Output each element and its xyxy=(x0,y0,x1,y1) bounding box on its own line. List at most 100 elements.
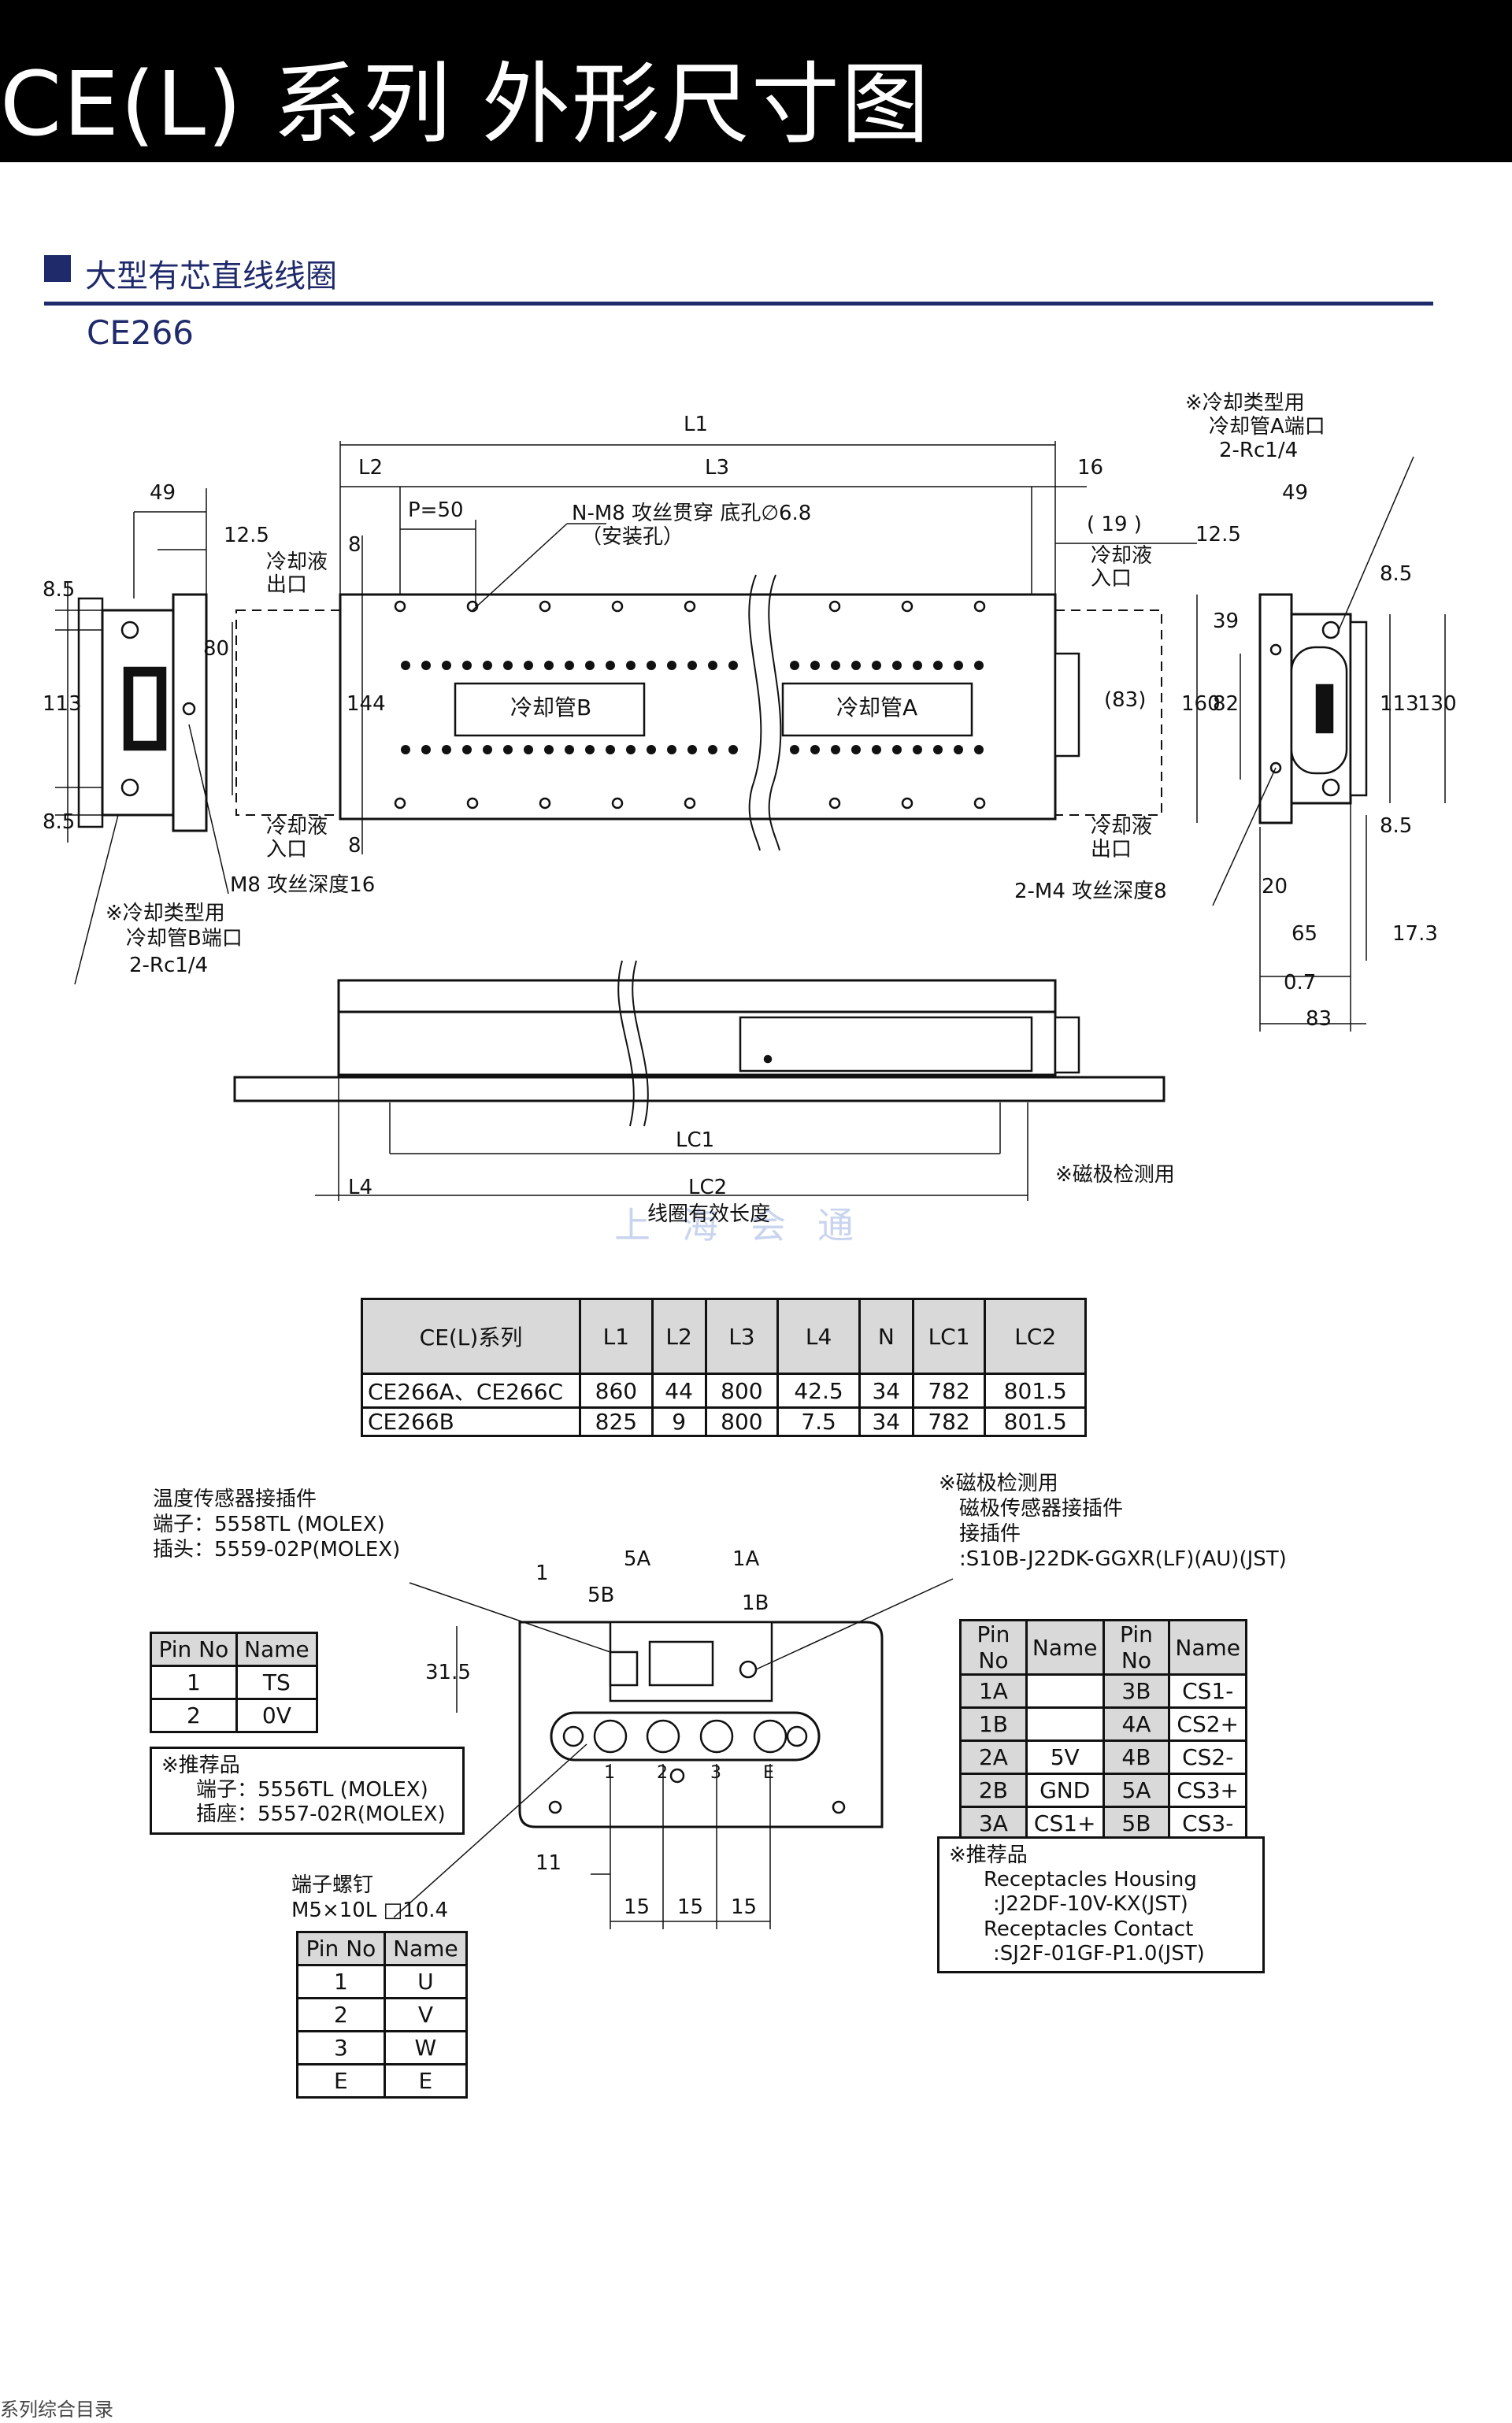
magnet-dot xyxy=(421,745,431,754)
mag-cell xyxy=(1025,1673,1105,1709)
magnet-dot xyxy=(831,745,840,754)
mag-recommend-line3: Receptacles Contact xyxy=(984,1917,1194,1941)
power-cell: E xyxy=(296,2063,386,2099)
page-title: CE(L) 系列 外形尺寸图 xyxy=(0,54,931,156)
dim-113-left: 113 xyxy=(43,692,82,716)
dim-8-5-r1: 8.5 xyxy=(1380,562,1413,586)
magnet-dot xyxy=(851,745,861,754)
magnet-dot xyxy=(913,745,922,754)
magnet-dot xyxy=(401,745,410,754)
magnet-dot xyxy=(483,661,492,670)
mag-title1: ※磁极检测用 xyxy=(939,1472,1058,1495)
table-row: CE266A、CE266C 860 44 800 42.5 34 782 801… xyxy=(361,1373,1087,1409)
magnet-dot xyxy=(667,745,676,754)
dim-130: 130 xyxy=(1418,692,1457,716)
temp-plug: 插头：5559-02P(MOLEX) xyxy=(153,1538,401,1562)
spec-cell: 800 xyxy=(704,1406,780,1437)
screw-title: 端子螺钉 xyxy=(291,1873,374,1897)
pin-1-label: 1 xyxy=(536,1562,549,1585)
dim-83-paren: (83) xyxy=(1104,688,1147,712)
dim-P50: P=50 xyxy=(408,498,464,522)
tube-A-label: 冷却管A xyxy=(836,695,918,721)
magnet-dot xyxy=(401,661,410,670)
magnet-dot xyxy=(933,745,943,754)
mag-cell: CS1- xyxy=(1168,1673,1247,1709)
cooling-A-note1: ※冷却类型用 xyxy=(1185,391,1305,415)
side-view xyxy=(233,960,1166,1201)
spec-cell: 825 xyxy=(579,1406,654,1437)
magnet-dot xyxy=(708,745,717,754)
magnet-dot xyxy=(647,745,656,754)
mag-cell: CS1+ xyxy=(1025,1806,1105,1841)
magnet-dot xyxy=(974,661,984,670)
model-name: CE266 xyxy=(87,313,195,352)
mag-cell: 3B xyxy=(1102,1673,1171,1709)
magnet-dot xyxy=(728,661,738,670)
temp-cell: 2 xyxy=(150,1698,238,1733)
magnet-dot xyxy=(462,661,472,670)
dim-L3: L3 xyxy=(705,456,730,480)
power-cell: U xyxy=(383,1964,469,1999)
dim-82: 82 xyxy=(1213,692,1240,716)
spec-cell: 34 xyxy=(858,1406,914,1437)
magnet-dot xyxy=(421,661,431,670)
magnet-dot xyxy=(565,745,574,754)
left-end-view xyxy=(55,488,233,843)
dim-39: 39 xyxy=(1213,609,1240,633)
magnet-dot xyxy=(544,745,554,754)
table-row: 2B GND 5A CS3+ xyxy=(959,1773,1247,1808)
magnet-dot xyxy=(626,661,636,670)
mag-cell: 5V xyxy=(1025,1739,1105,1775)
magnet-dot xyxy=(872,661,881,670)
cooling-B-note2: 冷却管B端口 xyxy=(126,927,243,950)
magnet-dot xyxy=(524,661,533,670)
table-row: 2 0V xyxy=(150,1698,319,1733)
dim-144: 144 xyxy=(346,692,386,716)
dim-0-7: 0.7 xyxy=(1284,971,1317,995)
mag-cell: 1A xyxy=(959,1673,1028,1709)
mag-recommend-title: ※推荐品 xyxy=(949,1843,1028,1867)
power-cell: W xyxy=(383,2030,469,2065)
spec-header-LC2: LC2 xyxy=(984,1298,1087,1375)
cooling-A-note2: 冷却管A端口 xyxy=(1209,415,1325,439)
table-row: 1 U xyxy=(296,1964,469,1999)
coolant-in-left: 冷却液 入口 xyxy=(266,815,328,861)
table-row: 2 V xyxy=(296,1997,469,2032)
mag-cell: 5A xyxy=(1102,1773,1171,1808)
dim-15-a: 15 xyxy=(624,1895,650,1919)
dim-L4: L4 xyxy=(348,1176,373,1199)
temp-cell: 1 xyxy=(150,1665,238,1700)
magnet-dot xyxy=(626,745,636,754)
header-bar: CE(L) 系列 外形尺寸图 xyxy=(0,0,1512,162)
magnet-dot xyxy=(810,661,820,670)
spec-header-L3: L3 xyxy=(704,1298,780,1375)
table-row: 2A 5V 4B CS2- xyxy=(959,1739,1247,1775)
dim-17-3: 17.3 xyxy=(1392,922,1438,946)
table-row: 3A CS1+ 5B CS3- xyxy=(959,1806,1247,1841)
dim-8-5-r2: 8.5 xyxy=(1380,814,1413,838)
dim-LC2: LC2 xyxy=(688,1176,728,1199)
temp-recommend-line1: 端子：5556TL (MOLEX) xyxy=(196,1778,428,1802)
dim-15-b: 15 xyxy=(677,1895,704,1919)
magnet-dot xyxy=(503,745,513,754)
mag-part: :S10B-J22DK-GGXR(LF)(AU)(JST) xyxy=(959,1547,1287,1571)
coolant-out-right: 冷却液 出口 xyxy=(1091,815,1153,861)
mag-cell: CS3- xyxy=(1168,1806,1247,1841)
dim-15-c: 15 xyxy=(731,1895,758,1919)
magnet-dot xyxy=(790,745,799,754)
cooling-B-note3: 2-Rc1/4 xyxy=(129,954,209,977)
spec-header-L1: L1 xyxy=(579,1298,654,1375)
power-cell: 2 xyxy=(296,1997,386,2032)
table-row: Pin No Name Pin No Name xyxy=(959,1619,1247,1676)
magnet-dot xyxy=(524,745,533,754)
magnet-dot xyxy=(954,661,963,670)
mag-cell: 4A xyxy=(1102,1706,1171,1742)
mounting-hole xyxy=(611,797,624,810)
power-cell: 3 xyxy=(296,2030,386,2065)
table-row: 1 TS xyxy=(150,1665,319,1700)
mounting-hole xyxy=(684,600,696,613)
dim-L1: L1 xyxy=(684,413,709,436)
dimension-lines xyxy=(339,441,1197,854)
terminal-1: 1 xyxy=(604,1763,615,1783)
